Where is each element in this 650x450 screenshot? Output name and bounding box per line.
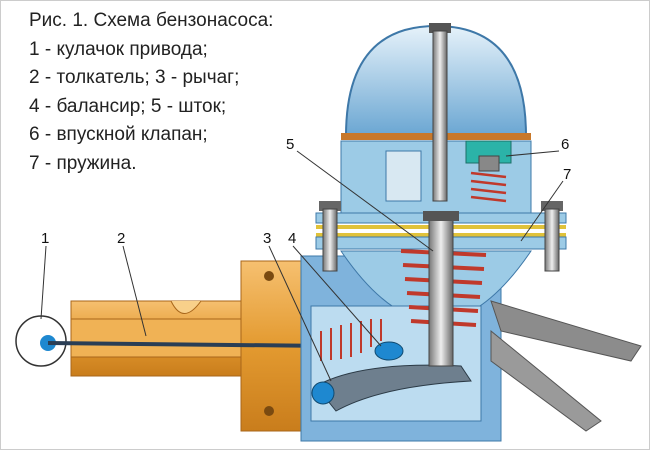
label-3: 3 bbox=[263, 230, 271, 247]
leader-lines bbox=[40, 150, 564, 382]
label-1: 1 bbox=[41, 230, 49, 247]
caption-line: 7 - пружина. bbox=[29, 152, 137, 174]
label-4: 4 bbox=[288, 230, 296, 247]
rod bbox=[423, 23, 459, 367]
label-5: 5 bbox=[286, 136, 294, 153]
caption-line: 4 - балансир; 5 - шток; bbox=[29, 95, 227, 117]
figure-caption: Рис. 1. Схема бензонасоса: 1 - кулачок п… bbox=[29, 7, 273, 178]
label-7: 7 bbox=[563, 166, 571, 183]
caption-title: Рис. 1. Схема бензонасоса: bbox=[29, 10, 274, 31]
screws bbox=[319, 201, 563, 272]
caption-line: 2 - толкатель; 3 - рычаг; bbox=[29, 67, 240, 88]
label-2: 2 bbox=[117, 230, 125, 247]
caption-line: 6 - впускной клапан; bbox=[29, 124, 208, 145]
label-6: 6 bbox=[561, 136, 569, 153]
inlet-valve bbox=[465, 140, 512, 203]
caption-line: 1 - кулачок привода; bbox=[29, 38, 208, 60]
lever bbox=[311, 319, 472, 412]
drive-cam bbox=[15, 315, 332, 367]
